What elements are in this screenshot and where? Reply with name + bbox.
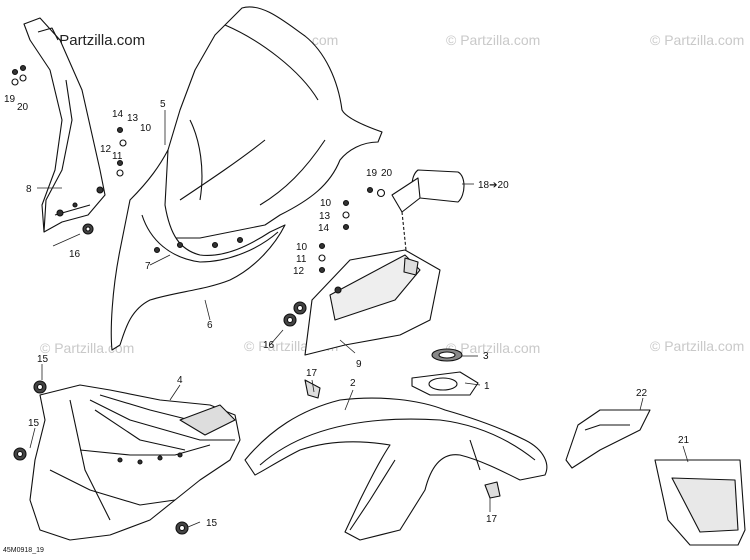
drawing-code: 45M0918_19 bbox=[3, 547, 44, 554]
callout-7: 7 bbox=[145, 261, 151, 272]
watermark-mid-far-right: © Partzilla.com bbox=[650, 338, 745, 354]
callout-6: 6 bbox=[207, 320, 213, 331]
watermark-mid-left: © Partzilla.com bbox=[40, 340, 135, 356]
callout-20-right: 20 bbox=[381, 168, 393, 179]
callout-5: 5 bbox=[160, 99, 166, 110]
watermark-mid-right: © Partzilla.com bbox=[446, 340, 541, 356]
callout-11-left: 11 bbox=[112, 151, 123, 162]
side-panel bbox=[283, 249, 441, 356]
leader-lines bbox=[29, 110, 689, 528]
headlight-housing bbox=[29, 384, 241, 541]
callout-14-right: 14 bbox=[318, 223, 330, 234]
callout-10-left: 10 bbox=[140, 123, 152, 134]
trim-piece-22 bbox=[565, 409, 651, 469]
windshield-frame bbox=[110, 149, 286, 351]
grommets bbox=[13, 380, 189, 535]
callout-16-right: 16 bbox=[263, 340, 275, 351]
callout-8: 8 bbox=[26, 184, 32, 195]
gauge-bezel bbox=[411, 371, 479, 396]
callout-12-right: 12 bbox=[293, 266, 305, 277]
callout-21: 21 bbox=[678, 435, 690, 446]
callout-10-low: 10 bbox=[296, 242, 308, 253]
hardware-stack-right bbox=[318, 186, 386, 274]
callout-16-left: 16 bbox=[69, 249, 81, 260]
watermark-top-right: © Partzilla.com bbox=[446, 32, 541, 48]
callout-17-top: 17 bbox=[306, 368, 318, 379]
callout-19-left: 19 bbox=[4, 94, 16, 105]
callout-13-right: 13 bbox=[319, 211, 331, 222]
hood-panel bbox=[244, 379, 548, 541]
callout-20-left: 20 bbox=[17, 102, 29, 113]
trim-piece-21 bbox=[654, 459, 746, 546]
callout-22: 22 bbox=[636, 388, 648, 399]
watermark-topleft: © Partzilla.com bbox=[44, 32, 146, 49]
callout-18-20: 18➔20 bbox=[478, 180, 509, 191]
callout-9: 9 bbox=[356, 359, 362, 370]
callout-19-right: 19 bbox=[366, 168, 378, 179]
callout-2: 2 bbox=[350, 378, 356, 389]
callout-15-bottom: 15 bbox=[206, 518, 218, 529]
callout-11-right: 11 bbox=[296, 254, 307, 265]
callout-1: 1 bbox=[484, 381, 490, 392]
callout-15-mid: 15 bbox=[28, 418, 40, 429]
callout-3: 3 bbox=[483, 351, 489, 362]
hardware-stack-left bbox=[11, 64, 127, 177]
left-deflector bbox=[23, 17, 106, 235]
callout-13-left: 13 bbox=[127, 113, 139, 124]
callout-4: 4 bbox=[177, 375, 183, 386]
mirror-assembly bbox=[391, 169, 465, 251]
callout-15-top: 15 bbox=[37, 354, 49, 365]
gauge-ring bbox=[431, 348, 463, 362]
callout-14-left: 14 bbox=[112, 109, 124, 120]
watermark-top-far-right: © Partzilla.com bbox=[650, 32, 745, 48]
callout-12-left: 12 bbox=[100, 144, 112, 155]
callout-17-bottom: 17 bbox=[486, 514, 498, 525]
windshield bbox=[159, 6, 383, 239]
callout-10-mid: 10 bbox=[320, 198, 332, 209]
